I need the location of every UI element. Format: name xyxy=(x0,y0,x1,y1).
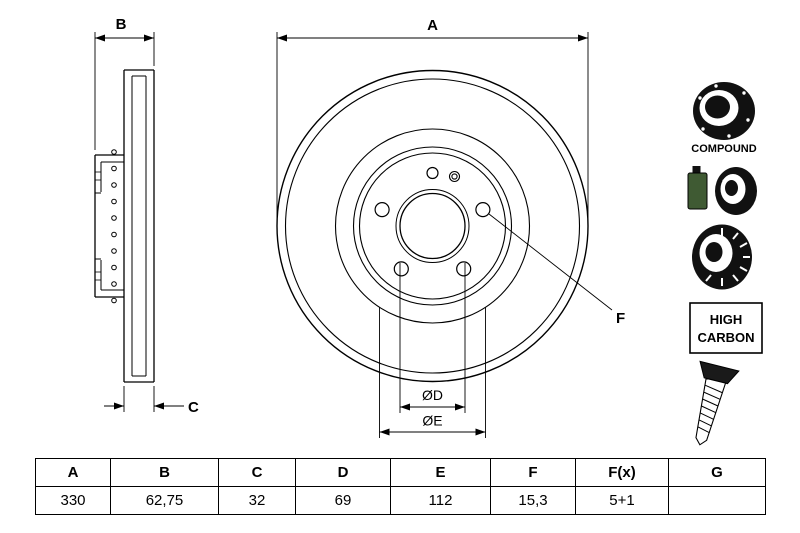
dim-d-label: ØD xyxy=(422,387,443,403)
table-value-b: 62,75 xyxy=(110,486,219,515)
front-view xyxy=(276,69,589,383)
fixing-screw-hole xyxy=(448,170,461,183)
table-value-f: 15,3 xyxy=(490,486,576,515)
high-carbon-line2: CARBON xyxy=(697,330,754,345)
table-value-c: 32 xyxy=(218,486,296,515)
dimension-table: A B C D E F F(x) G 330 62,75 32 69 112 1… xyxy=(35,458,766,515)
dimension-e: ØE xyxy=(379,307,486,438)
table-value-row: 330 62,75 32 69 112 15,3 5+1 xyxy=(35,486,766,515)
leader-f-label: F xyxy=(616,310,625,327)
rivet-pins xyxy=(111,149,117,304)
table-header-a: A xyxy=(35,458,111,487)
table-value-fx: 5+1 xyxy=(575,486,669,515)
high-carbon-line1: HIGH xyxy=(710,312,743,327)
bolt-holes xyxy=(374,166,491,277)
leader-f: F xyxy=(488,213,625,327)
table-header-c: C xyxy=(218,458,296,487)
hat-body-shape xyxy=(687,172,708,210)
dim-c-label: C xyxy=(188,399,199,416)
table-value-d: 69 xyxy=(295,486,391,515)
side-view xyxy=(94,69,155,383)
vented-disc-icon xyxy=(692,224,752,290)
table-header-row: A B C D E F F(x) G xyxy=(35,458,766,487)
dimension-a: A xyxy=(276,17,589,221)
table-header-f: F xyxy=(490,458,576,487)
dim-a-label: A xyxy=(427,17,438,34)
table-header-fx: F(x) xyxy=(575,458,669,487)
drawing-canvas: A B C ØD ØE F xyxy=(94,16,763,446)
table-header-e: E xyxy=(390,458,491,487)
dimension-b: B xyxy=(94,16,155,150)
table-header-g: G xyxy=(668,458,766,487)
fixing-screw-icon xyxy=(695,360,740,446)
high-carbon-badge: HIGH CARBON xyxy=(689,302,763,354)
dim-e-label: ØE xyxy=(422,413,442,429)
dimension-d: ØD xyxy=(399,263,466,413)
compound-icon-label: COMPOUND xyxy=(691,143,756,155)
table-header-d: D xyxy=(295,458,391,487)
table-value-a: 330 xyxy=(35,486,111,515)
table-value-e: 112 xyxy=(390,486,491,515)
table-value-g xyxy=(668,486,766,515)
dim-b-label: B xyxy=(116,16,127,33)
table-header-b: B xyxy=(110,458,219,487)
dimension-c: C xyxy=(104,386,199,416)
two-piece-disc-icon xyxy=(687,166,757,215)
compound-icon: COMPOUND xyxy=(691,82,757,155)
